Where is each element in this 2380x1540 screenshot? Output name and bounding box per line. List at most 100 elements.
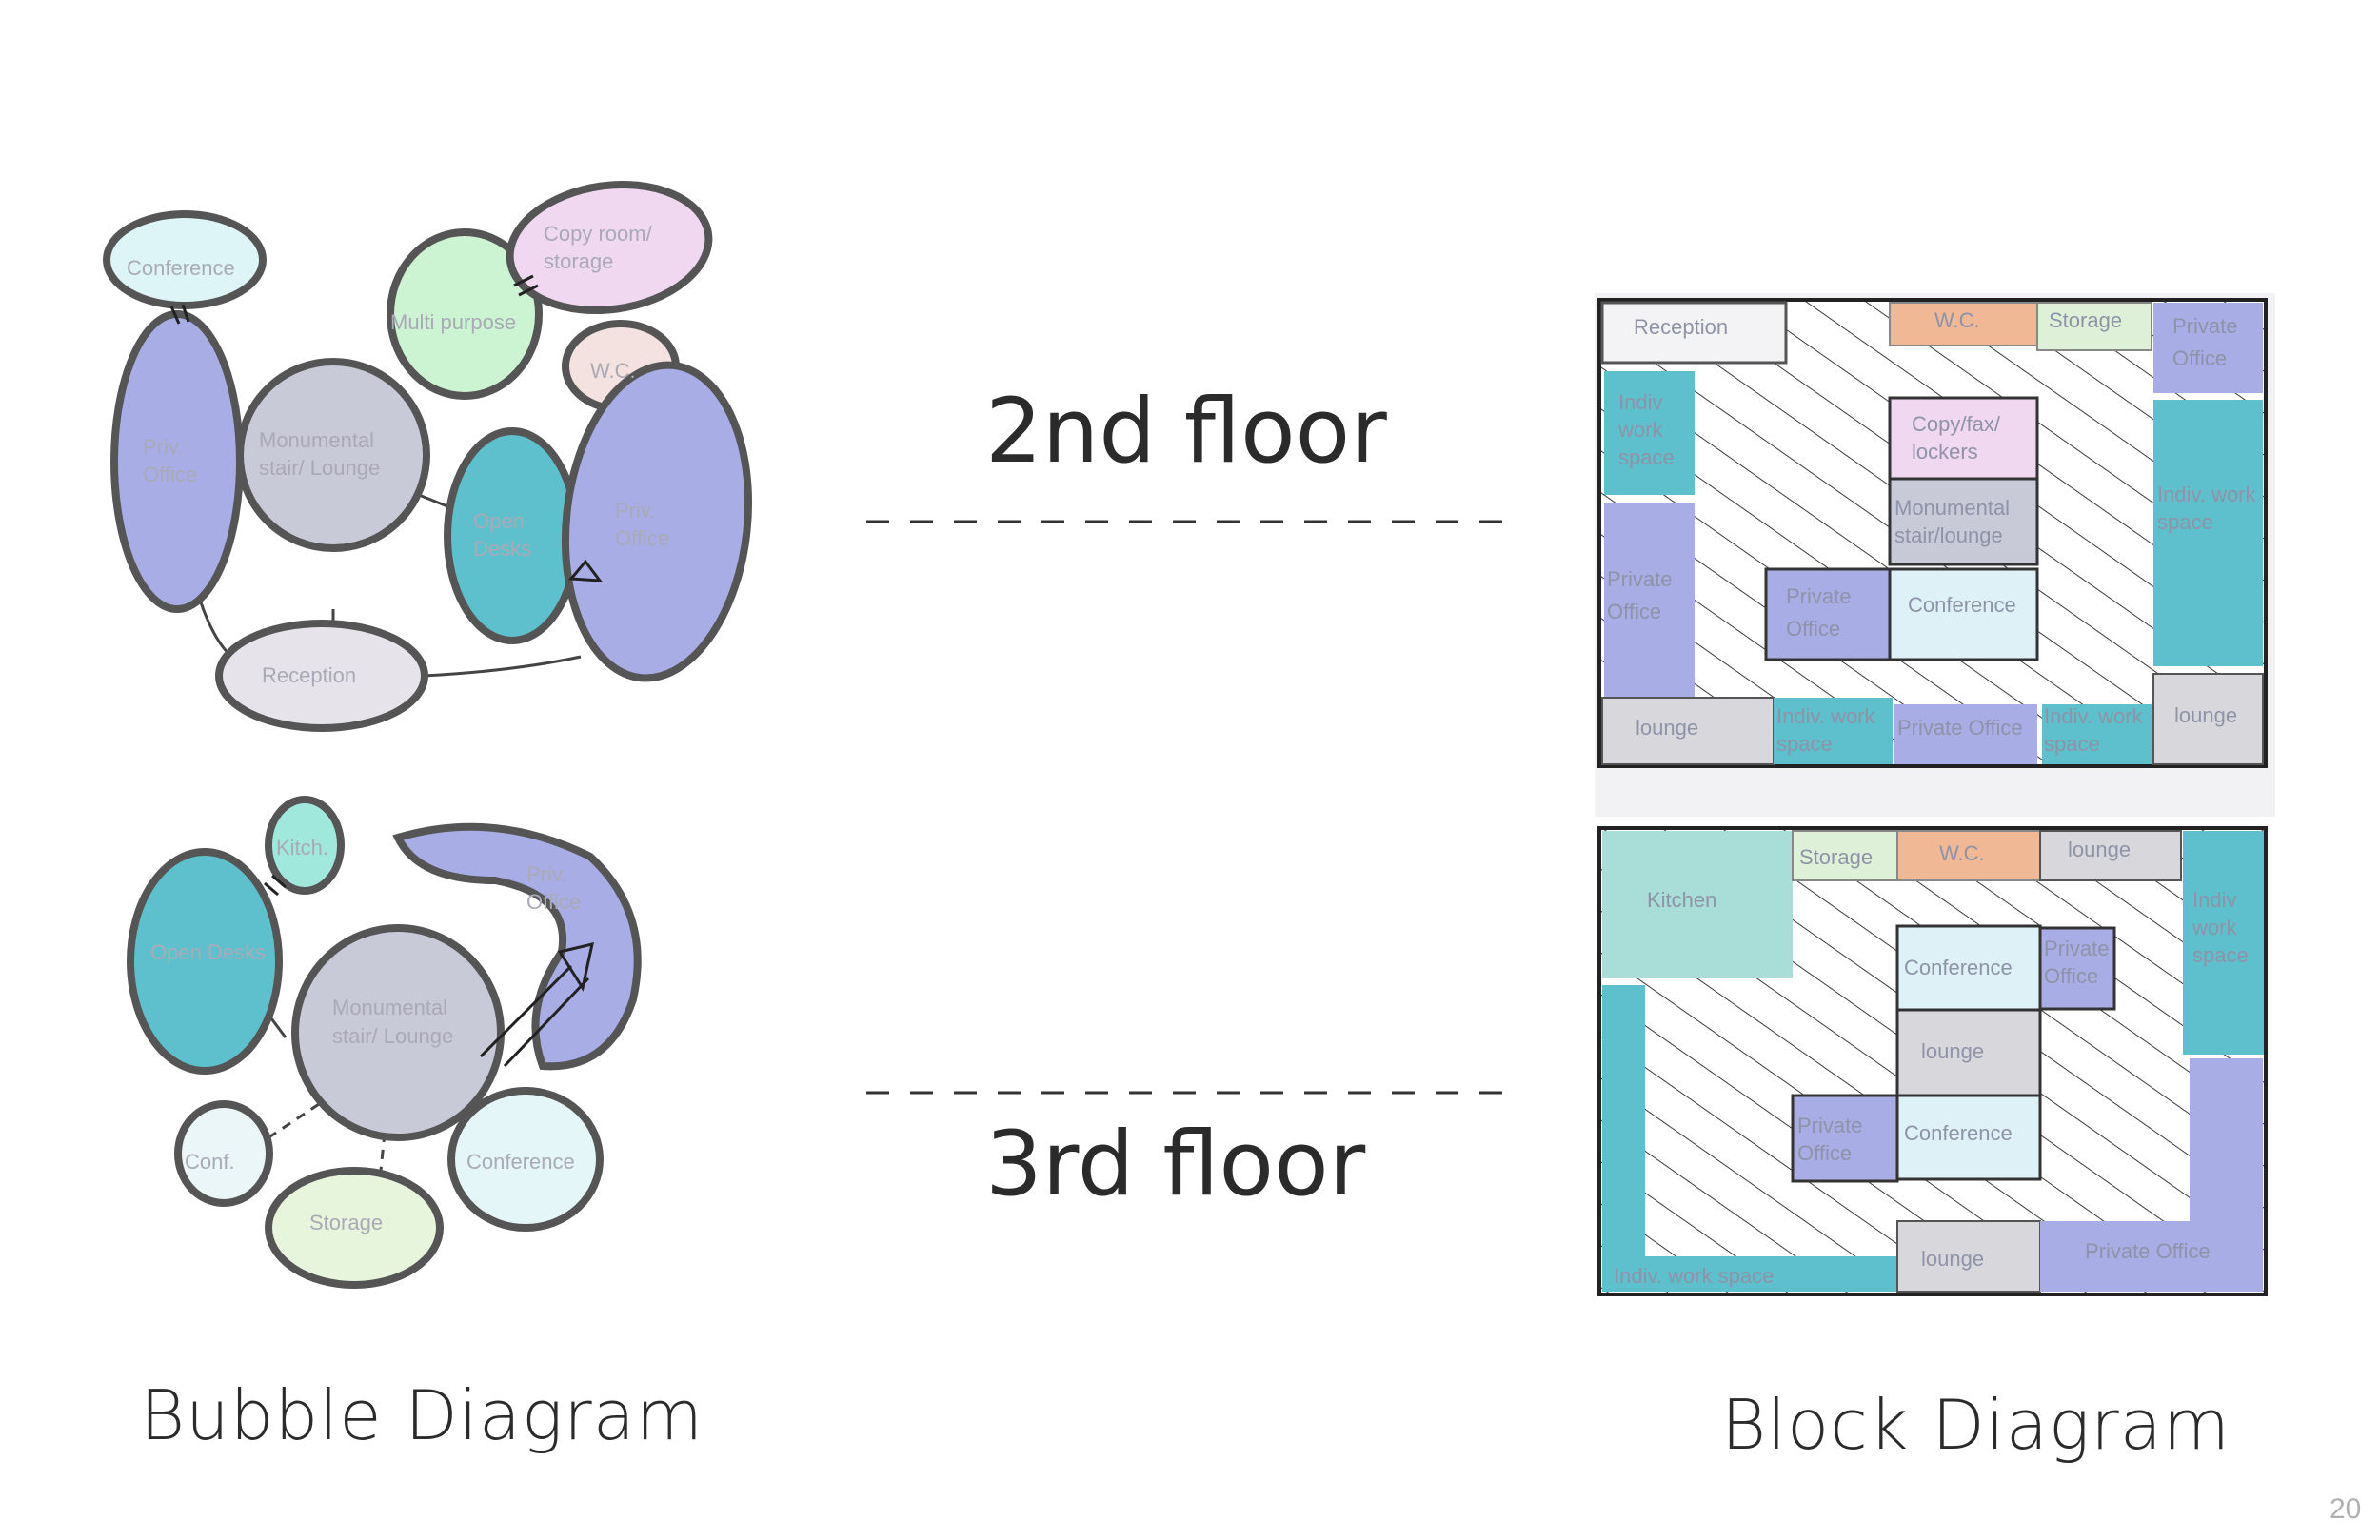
block-wc-3rd xyxy=(1896,830,2041,881)
label-storage: Storage xyxy=(2049,308,2122,332)
caption-bubble-diagram: Bubble Diagram xyxy=(140,1375,704,1455)
block-diagram-3rd-floor xyxy=(1597,826,2268,1296)
block-conference xyxy=(1888,567,2039,661)
label-reception: Reception xyxy=(262,663,356,687)
label-monumental-2: stair/ Lounge xyxy=(259,456,380,480)
label-indiv-left-3: space xyxy=(1618,445,1675,469)
label-private-office-center-2: Office xyxy=(1786,617,1840,641)
label-conference-top: Conference xyxy=(1904,956,2013,979)
label-indiv-right-1: Indiv xyxy=(2192,888,2236,912)
bubble-labels-2nd: Conference Copy room/ storage Multi purp… xyxy=(127,222,669,687)
block-private-office-tr xyxy=(2153,303,2263,393)
label-conference: Conference xyxy=(1908,593,2016,617)
label-monumental-2: stair/lounge xyxy=(1894,523,2003,547)
label-reception: Reception xyxy=(1634,315,1728,339)
label-copy-2: lockers xyxy=(1912,440,1978,464)
label-indiv-bottom2-2: space xyxy=(2044,732,2100,756)
label-storage: Storage xyxy=(1799,845,1873,869)
label-kitch: Kitch. xyxy=(276,836,328,859)
block-storage-3rd xyxy=(1792,830,1898,881)
bubble-conference-3rd xyxy=(447,1087,604,1232)
bubble-priv-office-left-2nd xyxy=(110,310,244,613)
label-private-office-center-1: Private xyxy=(1786,584,1851,608)
label-priv-office-right-1: Priv. xyxy=(615,499,655,523)
block-indiv-bottom-3rd xyxy=(1602,985,1897,1292)
label-indiv-bottom1-1: Indiv. work xyxy=(1776,704,1876,728)
bubble-monumental-2nd xyxy=(236,358,430,552)
label-storage: Storage xyxy=(309,1211,383,1234)
label-copy-room-1: Copy room/ xyxy=(544,222,653,246)
bubble-diagram-3rd-floor xyxy=(127,796,642,1289)
block-wc xyxy=(1889,302,2038,346)
bubble-conference-2nd xyxy=(103,210,267,309)
label-lounge-mid: lounge xyxy=(1921,1039,1984,1063)
label-indiv-right-2: work xyxy=(2192,916,2237,939)
label-private-office-low-1: Private xyxy=(1797,1114,1862,1137)
bubble-open-desks-3rd xyxy=(127,848,283,1075)
label-indiv-bottom2-1: Indiv. work xyxy=(2044,704,2144,728)
label-kitchen: Kitchen xyxy=(1647,888,1716,912)
floor-title-3rd: 3rd floor xyxy=(985,1113,1366,1216)
label-indiv-right-2: space xyxy=(2157,510,2213,534)
label-private-office-top-1: Private xyxy=(2044,937,2109,960)
block-indiv-bottom1 xyxy=(1774,698,1893,764)
label-private-office-tr-1: Private xyxy=(2172,314,2237,338)
label-conference-low: Conference xyxy=(1904,1121,2013,1145)
label-monumental-2: stair/ Lounge xyxy=(332,1024,453,1048)
block-lounge-left xyxy=(1601,697,1775,765)
label-private-office-top-2: Office xyxy=(2044,964,2098,988)
label-priv-office-right-2: Office xyxy=(615,526,669,550)
label-private-office-bottom: Private Office xyxy=(1897,716,2023,740)
label-private-office-bottom: Private Office xyxy=(2085,1239,2211,1263)
label-monumental-1: Monumental xyxy=(259,428,374,452)
label-indiv-bottom: Indiv. work space xyxy=(1614,1264,1774,1288)
label-conference: Conference xyxy=(466,1150,575,1174)
bubble-diagram-2nd-floor xyxy=(103,180,753,732)
block-lounge-mid xyxy=(1895,1008,2042,1097)
bubble-labels-3rd: Kitch. Priv. Office Open Desks Monumenta… xyxy=(150,836,581,1234)
block-private-office-left xyxy=(1604,503,1695,698)
bubble-monumental-3rd xyxy=(291,924,505,1141)
block-private-office-top xyxy=(2038,926,2116,1011)
page-number: 20 xyxy=(2330,1493,2361,1525)
block-indiv-bottom2 xyxy=(2042,704,2152,764)
label-indiv-right-3: space xyxy=(2192,943,2249,967)
label-multi-purpose: Multi purpose xyxy=(390,310,516,334)
label-priv-office-left-1: Priv. xyxy=(143,435,183,459)
label-open-desks-1: Open xyxy=(473,509,525,533)
label-private-office-left-2: Office xyxy=(1607,600,1661,623)
label-conf: Conf. xyxy=(185,1150,235,1174)
label-priv-office-left-2: Office xyxy=(143,463,197,486)
caption-block-diagram: Block Diagram xyxy=(1721,1385,2231,1465)
label-lounge-bottom: lounge xyxy=(1921,1247,1984,1271)
label-indiv-right-1: Indiv. work xyxy=(2157,483,2257,506)
bubble-copy-room-2nd xyxy=(506,180,713,315)
block-storage xyxy=(2036,302,2152,351)
block-indiv-right xyxy=(2153,400,2263,666)
block-labels-3rd: Kitchen Storage W.C. lounge Indiv work s… xyxy=(1614,838,2249,1288)
bubble-priv-office-right-2nd xyxy=(561,361,753,682)
label-open-desks: Open Desks xyxy=(150,940,266,964)
bubble-priv-office-3rd xyxy=(392,822,642,1071)
block-indiv-right-3rd xyxy=(2183,831,2264,1055)
block-lounge-bottom xyxy=(1896,1220,2041,1293)
block-kitchen xyxy=(1602,831,1793,978)
bubble-multi-purpose-2nd xyxy=(387,228,543,400)
bubble-reception-2nd xyxy=(215,620,428,732)
label-monumental-1: Monumental xyxy=(1894,496,2010,520)
label-lounge-right: lounge xyxy=(2174,703,2237,727)
bubble-kitch-3rd xyxy=(265,796,345,895)
arrow-icon xyxy=(479,941,594,1068)
label-indiv-left-2: work xyxy=(1617,418,1663,442)
block-private-office-bottom-3rd xyxy=(2040,1058,2263,1292)
label-priv-office-2: Office xyxy=(526,890,581,914)
label-private-office-tr-2: Office xyxy=(2172,346,2227,370)
arrow-icon xyxy=(567,559,604,582)
block-lounge-top xyxy=(2039,830,2182,881)
label-wc: W.C. xyxy=(1939,841,1985,865)
block-lounge-right xyxy=(2152,673,2264,765)
block-reception xyxy=(1600,301,1788,365)
label-indiv-bottom1-2: space xyxy=(1776,732,1833,756)
floor-title-2nd: 2nd floor xyxy=(985,380,1387,484)
bubble-conf-3rd xyxy=(174,1100,273,1207)
